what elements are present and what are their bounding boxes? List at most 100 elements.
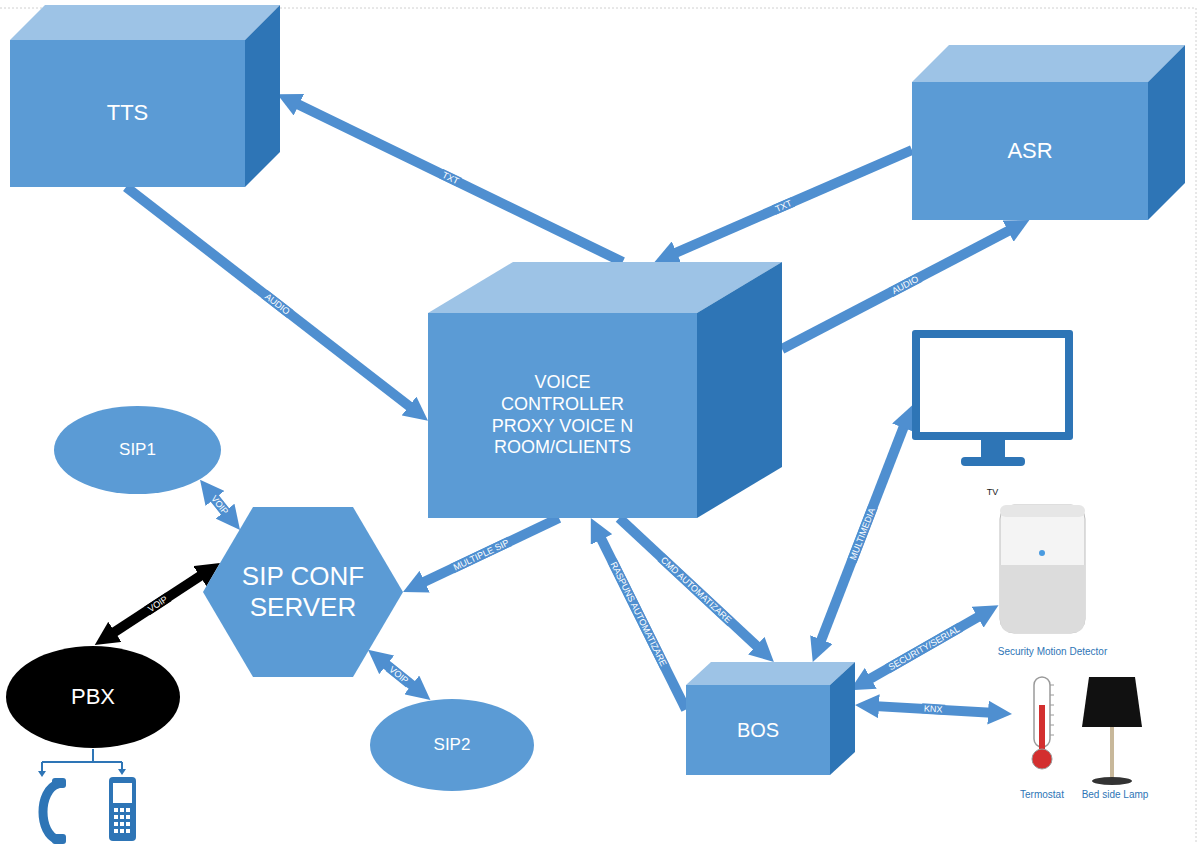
asr-box: ASR [912, 45, 1185, 220]
node-text-area: Termostat [1012, 787, 1072, 803]
arrow-connector [817, 417, 908, 651]
tts-box: TTS [10, 5, 280, 187]
edge-label: MULTIMEDIA [847, 504, 878, 562]
edge-label: VOIP [144, 593, 171, 615]
detector-lens [1000, 565, 1085, 633]
keypad-key [126, 829, 130, 833]
box-side [697, 262, 782, 518]
node-text-area: ASR [912, 82, 1148, 220]
box-side [1148, 45, 1185, 220]
tv-monitor: TV [905, 328, 1080, 500]
keypad-key [120, 829, 124, 833]
node-label: SIP CONF SERVER [235, 561, 371, 623]
mobile-icon [109, 777, 136, 841]
monitor-screen [920, 338, 1065, 432]
keypad-key [120, 822, 124, 826]
ellipse-shape [6, 646, 180, 748]
box-side [830, 662, 855, 775]
server-hexagon: SIP CONF SERVER [203, 507, 403, 677]
box-top [912, 45, 1185, 82]
arrow-connector [126, 187, 418, 413]
node-label: VOICE CONTROLLER PROXY VOICE N ROOM/CLIE… [480, 372, 645, 458]
keypad-key [126, 808, 130, 812]
node-label: PBX [71, 684, 115, 710]
node-outline [905, 328, 1080, 500]
node-outline [1012, 675, 1072, 805]
node-text-area: TV [905, 484, 1080, 500]
node-outline [912, 45, 1185, 220]
frame-line [1196, 8, 1197, 844]
node-text-area: TTS [10, 40, 245, 187]
box-front [428, 313, 697, 518]
sip-ellipse: SIP1 [53, 405, 222, 495]
node-label: SIP1 [119, 440, 156, 460]
lamp-shade [1082, 677, 1142, 727]
lamp-base [1092, 777, 1132, 785]
arrow-connector [288, 99, 623, 262]
monitor-base [961, 457, 1025, 466]
controller-box: VOICE CONTROLLER PROXY VOICE N ROOM/CLIE… [428, 262, 782, 518]
node-label: BOS [737, 718, 779, 742]
edge-label: VOIP [386, 663, 412, 687]
bos-box: BOS [686, 662, 855, 775]
thermostat: Termostat [1012, 675, 1072, 805]
ellipse-shape [54, 406, 221, 494]
thermometer-tick [1050, 695, 1054, 696]
node-outline [686, 662, 855, 775]
node-text-area: Security Motion Detector [985, 644, 1120, 660]
lamp-stem [1110, 727, 1114, 779]
sip-ellipse: SIP2 [369, 698, 535, 792]
keypad-key [126, 815, 130, 819]
thermometer-tick [1050, 715, 1054, 716]
node-text-area: SIP CONF SERVER [233, 519, 373, 665]
thermometer-tick [1050, 735, 1054, 736]
thermometer-tick [1050, 725, 1054, 726]
wire-heads [38, 769, 126, 777]
picture-label: Termostat [1020, 789, 1064, 801]
ellipse-shape [370, 699, 534, 791]
picture-label: Security Motion Detector [998, 646, 1108, 658]
box-front [10, 40, 245, 187]
monitor-neck [981, 440, 1005, 458]
bedside-lamp: Bed side Lamp [1075, 675, 1155, 805]
picture-label: TV [987, 487, 999, 498]
node-label: ASR [1007, 138, 1052, 164]
arrow-connector [377, 657, 421, 692]
monitor-frame [912, 330, 1073, 440]
node-outline [428, 262, 782, 518]
thermometer-tick [1050, 685, 1054, 686]
detector-cap [1000, 505, 1085, 517]
edge-label: TXT [772, 197, 795, 215]
edge-label: AUDIO [889, 273, 922, 297]
arrow-connector [860, 611, 988, 684]
node-text-area: VOICE CONTROLLER PROXY VOICE N ROOM/CLIE… [428, 313, 697, 518]
edge-label: TXT [438, 169, 461, 187]
edge-label: CMD AUTOMATIZARE [658, 554, 735, 627]
node-outline [1075, 675, 1155, 805]
keypad-key [114, 829, 118, 833]
edge-label: SECURITY/SERIAL [885, 623, 963, 673]
edge-label: RASPUNS AUTOMATIZARE [607, 558, 669, 669]
node-text-area: PBX [26, 657, 160, 736]
edge-label: AUDIO [261, 290, 293, 318]
node-label: TTS [107, 100, 149, 126]
arrow-connector [414, 518, 559, 587]
box-side [245, 5, 280, 187]
phone-wires [42, 749, 122, 772]
edge-label: MULTIPLE SIP [450, 537, 512, 574]
keypad-key [114, 822, 118, 826]
keypad-key [114, 815, 118, 819]
picture-label: Bed side Lamp [1082, 789, 1149, 801]
keypad-key [120, 808, 124, 812]
box-front [912, 82, 1148, 220]
box-top [10, 5, 280, 40]
keypad-key [126, 822, 130, 826]
node-outline [10, 5, 280, 187]
node-outline [985, 503, 1120, 668]
box-front [686, 685, 830, 775]
box-top [686, 662, 855, 685]
thermometer-column [1039, 705, 1045, 750]
node-text-area: BOS [686, 685, 830, 775]
